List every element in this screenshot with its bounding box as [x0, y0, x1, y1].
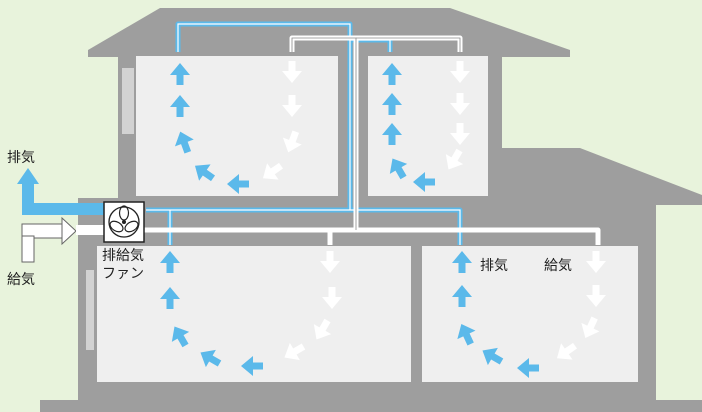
supply-outside-label: 給気 — [7, 272, 35, 288]
exhaust-outside-label: 排気 — [7, 150, 35, 166]
fan-label-line1: 排給気 — [102, 248, 144, 264]
supply-ducts-outline — [291, 37, 461, 230]
room-lower-right — [422, 246, 638, 382]
fan-icon — [103, 201, 145, 243]
supply-room-label: 給気 — [544, 258, 572, 274]
room-upper-left — [136, 56, 338, 196]
rooms — [97, 56, 638, 382]
window-upper-left — [122, 68, 134, 134]
supply-duct-main — [104, 227, 601, 245]
supply-inlet-arrow — [61, 216, 77, 246]
room-upper-right — [368, 56, 488, 196]
fan-label-line2: ファン — [102, 266, 144, 282]
exhaust-room-label: 排気 — [480, 258, 508, 274]
exhaust-outlet-arrow — [17, 168, 39, 184]
window-lower-left — [86, 270, 94, 350]
ground-line — [40, 400, 702, 412]
upper-roof — [88, 8, 570, 57]
lower-roof — [500, 148, 702, 205]
room-lower-left — [97, 246, 411, 382]
